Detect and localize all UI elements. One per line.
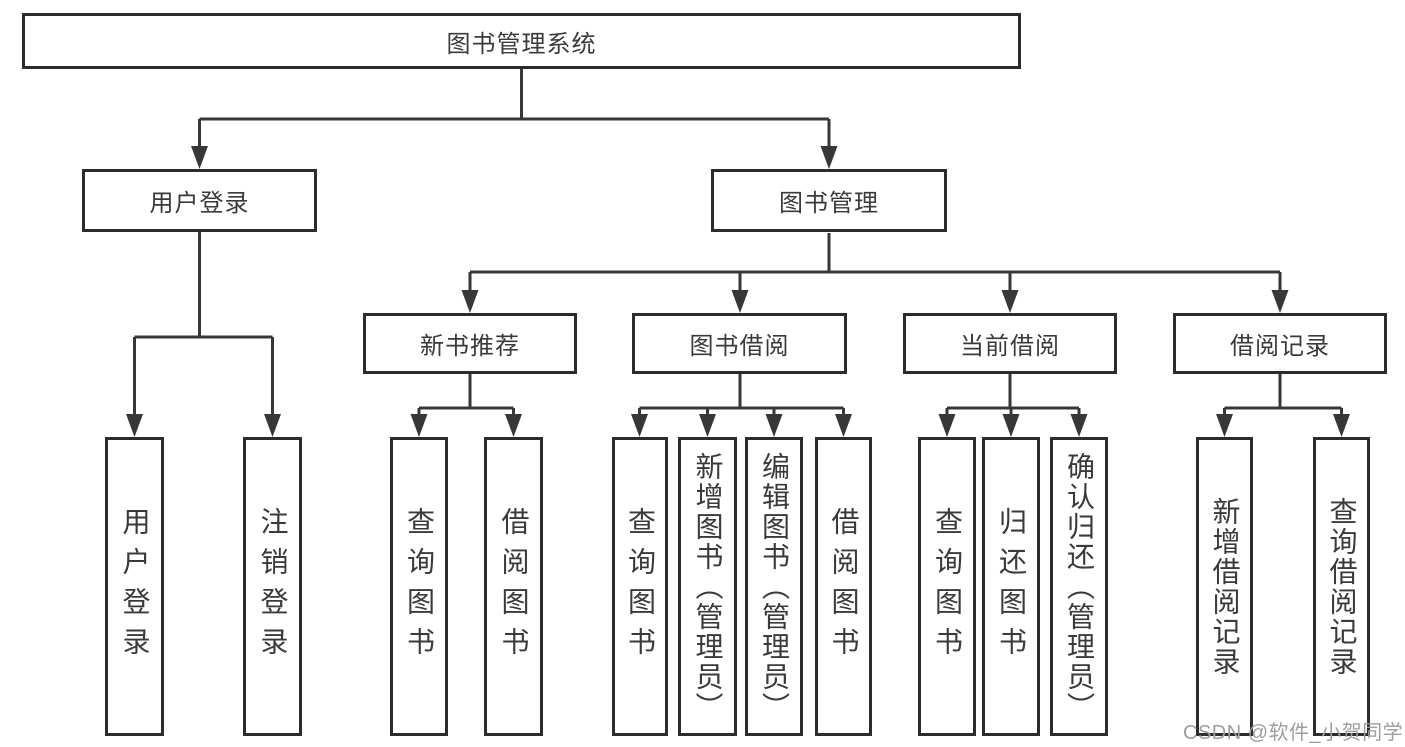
node-label: 用户登录 (119, 506, 151, 667)
node-leaf-add-book-admin: 新增图书（管理员） (678, 437, 737, 736)
node-label: 确认归还（管理员） (1064, 451, 1095, 722)
node-book-borrow: 图书借阅 (632, 313, 847, 374)
node-root: 图书管理系统 (22, 13, 1021, 69)
node-leaf-add-borrow-record: 新增借阅记录 (1196, 437, 1253, 736)
node-label: 借阅图书 (828, 506, 860, 667)
node-label: 归还图书 (996, 506, 1027, 667)
node-user-login: 用户登录 (82, 169, 317, 232)
node-label: 新增借阅记录 (1209, 496, 1241, 677)
node-leaf-return-book: 归还图书 (982, 437, 1040, 736)
node-new-book-recommend: 新书推荐 (363, 313, 577, 374)
node-label: 注销登录 (257, 506, 289, 667)
node-leaf-query-borrow-record: 查询借阅记录 (1313, 437, 1370, 736)
node-leaf-query-books-recommend: 查询图书 (390, 437, 448, 736)
watermark: CSDN @软件_小贺同学 (1183, 722, 1404, 744)
node-borrow-records: 借阅记录 (1173, 313, 1387, 374)
node-leaf-borrow-books: 借阅图书 (815, 437, 872, 736)
node-label: 查询图书 (932, 506, 963, 667)
node-leaf-borrow-books-recommend: 借阅图书 (484, 437, 543, 736)
node-leaf-user-login: 用户登录 (105, 437, 164, 736)
node-leaf-confirm-return-admin: 确认归还（管理员） (1050, 437, 1108, 736)
node-label: 编辑图书（管理员） (759, 451, 790, 722)
node-leaf-edit-book-admin: 编辑图书（管理员） (745, 437, 803, 736)
arrowheads (126, 146, 1350, 437)
node-label: 新增图书（管理员） (692, 451, 724, 722)
node-leaf-query-books-borrow: 查询图书 (612, 437, 668, 736)
node-label: 查询借阅记录 (1326, 496, 1358, 677)
node-label: 查询图书 (625, 506, 656, 667)
node-label: 查询图书 (404, 506, 435, 667)
node-leaf-logout: 注销登录 (243, 437, 302, 736)
node-current-borrow: 当前借阅 (903, 313, 1117, 374)
node-label: 借阅图书 (498, 506, 530, 667)
node-leaf-query-books-current: 查询图书 (918, 437, 976, 736)
node-book-management: 图书管理 (711, 169, 947, 232)
